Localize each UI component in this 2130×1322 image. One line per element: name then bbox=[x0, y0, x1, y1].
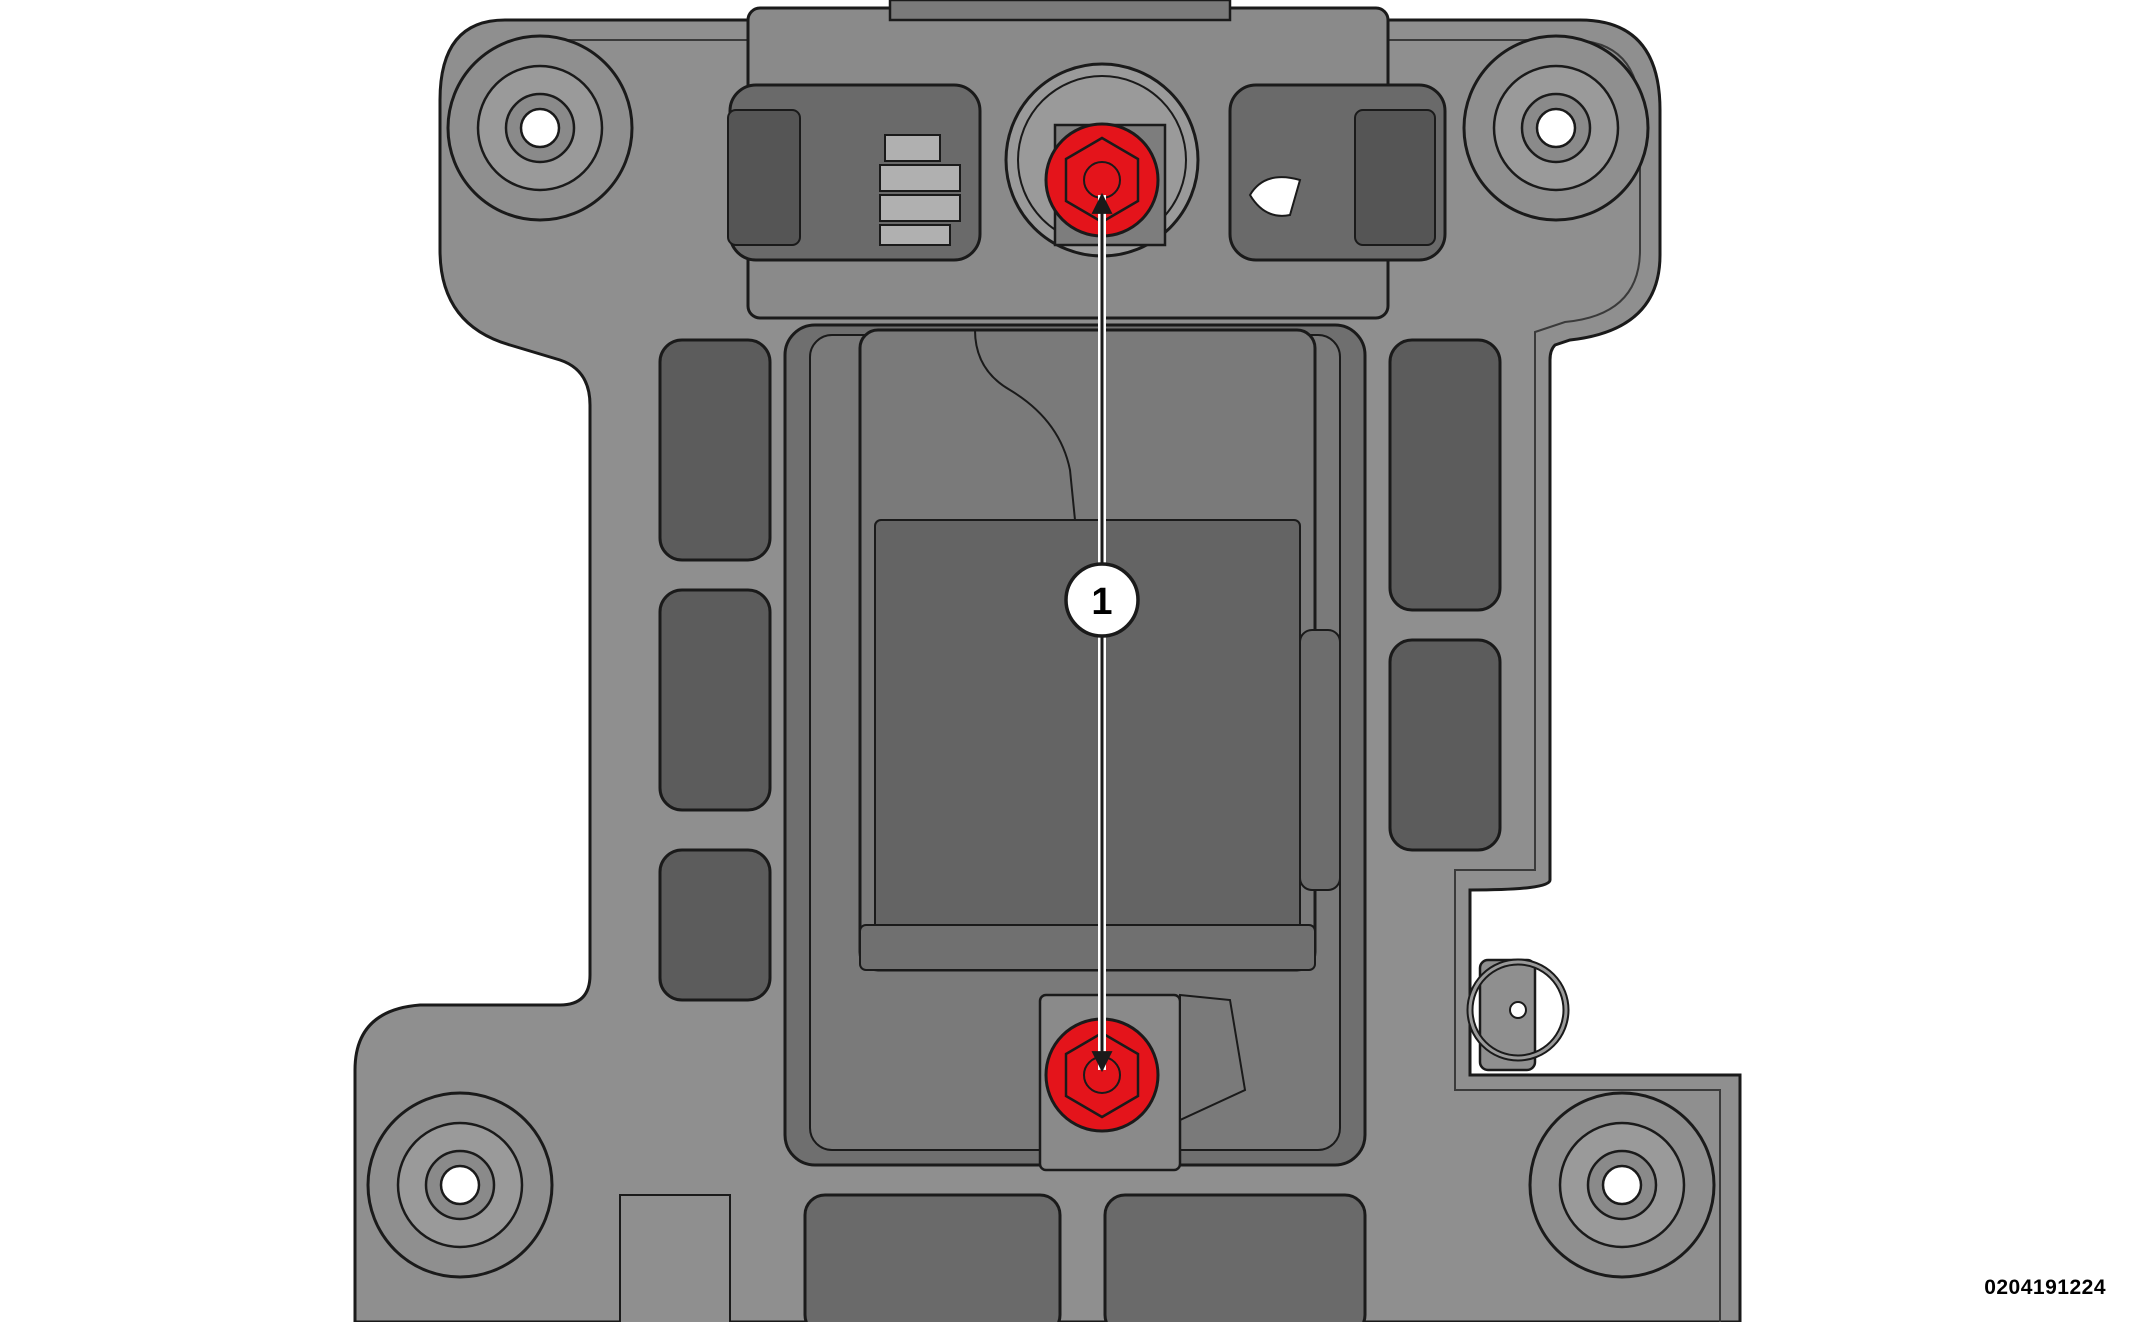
mount-boss-top-left bbox=[446, 34, 634, 222]
reference-code: 0204191224 bbox=[1984, 1276, 2106, 1299]
harness-connector bbox=[879, 134, 961, 246]
housing-inner-rim bbox=[520, 39, 1721, 1322]
mount-boss-bottom-left bbox=[366, 1091, 554, 1279]
left-pockets bbox=[658, 338, 772, 1002]
mount-boss-bottom-right bbox=[1528, 1091, 1716, 1279]
callout-1: 1 bbox=[1064, 562, 1140, 638]
bottom-tabs bbox=[619, 1193, 1367, 1322]
mount-boss-top-right bbox=[1462, 34, 1650, 222]
upper-mounting-bolt bbox=[1044, 122, 1160, 238]
ring-fitting bbox=[1466, 958, 1570, 1072]
right-pockets bbox=[1388, 338, 1502, 852]
shifter-module bbox=[858, 328, 1341, 972]
callout-label: 1 bbox=[1091, 581, 1112, 623]
